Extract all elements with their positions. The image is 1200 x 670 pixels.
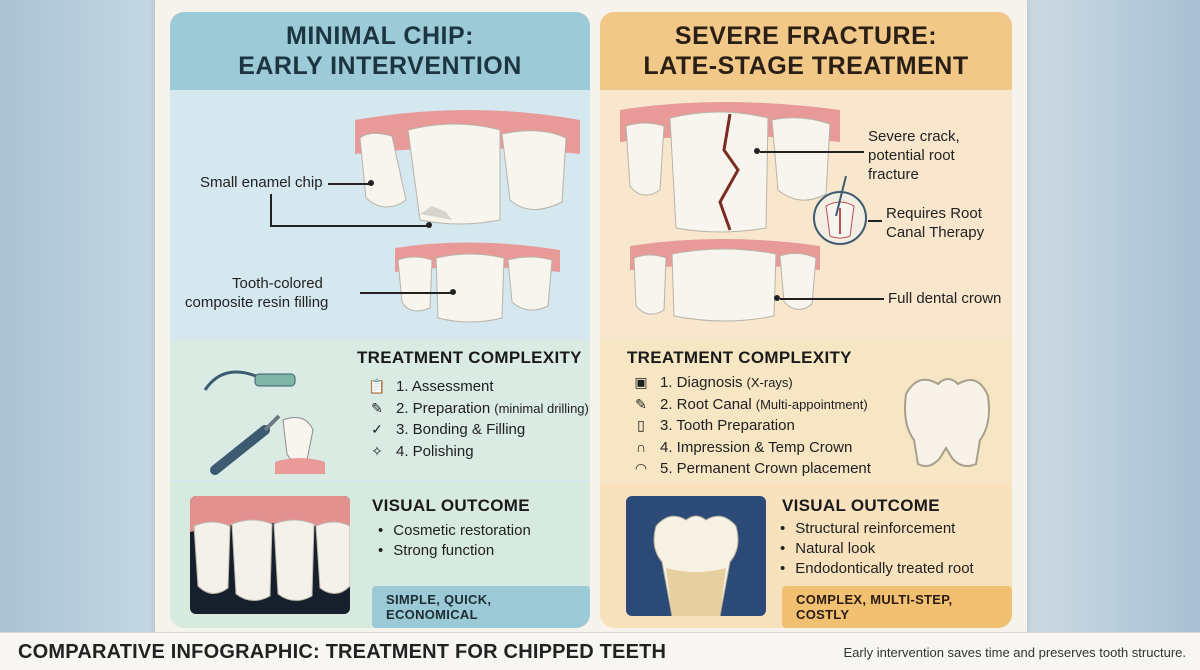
- callout-line: [270, 194, 272, 226]
- callout-line: [270, 225, 428, 227]
- outcome-item: Cosmetic restoration: [378, 522, 531, 542]
- crown-tooth-icon: [904, 378, 990, 467]
- right-outcome-title: VISUAL OUTCOME: [782, 496, 940, 515]
- callout-root-line2: Canal Therapy: [886, 224, 985, 241]
- tooth-prep-icon: ▯: [637, 417, 645, 434]
- step-item: ✧4. Polishing: [366, 441, 589, 463]
- left-complexity-title: TREATMENT COMPLEXITY: [357, 348, 582, 367]
- outcome-item: Natural look: [780, 540, 974, 560]
- infographic-board: MINIMAL CHIP: EARLY INTERVENTION Small e…: [155, 0, 1027, 632]
- callout-dot: [450, 289, 456, 295]
- right-complexity-title: TREATMENT COMPLEXITY: [627, 348, 852, 367]
- callout-line: [760, 151, 864, 153]
- right-title-line1: SEVERE FRACTURE:: [674, 22, 938, 50]
- outcome-item: Endodontically treated root: [780, 560, 973, 580]
- step-item: ✎2. Preparation(minimal drilling): [366, 398, 589, 420]
- fractured-tooth-illustration: [620, 102, 867, 322]
- right-outcome-list: Structural reinforcement Natural look En…: [780, 520, 974, 580]
- callout-crack-line1: Severe crack,: [868, 128, 960, 145]
- left-outcome-list: Cosmetic restoration Strong function: [378, 522, 531, 562]
- clipboard-icon: 📋: [368, 378, 386, 395]
- right-header: SEVERE FRACTURE: LATE-STAGE TREATMENT: [600, 12, 1012, 90]
- left-title-line1: MINIMAL CHIP:: [286, 22, 474, 50]
- callout-line: [780, 298, 884, 300]
- callout-dot: [368, 180, 374, 186]
- crown-icon: ◠: [634, 460, 648, 477]
- check-icon: ✓: [371, 421, 383, 438]
- outcome-item: Strong function: [378, 542, 531, 562]
- left-summary-tag: SIMPLE, QUICK, ECONOMICAL: [372, 586, 590, 628]
- callout-crack-line3: fracture: [868, 166, 919, 183]
- right-steps-list: ▣1. Diagnosis(X-rays) ✎2. Root Canal(Mul…: [630, 372, 875, 480]
- step-item: ▣1. Diagnosis(X-rays): [630, 372, 875, 394]
- callout-root-line1: Requires Root: [886, 205, 982, 222]
- left-illustration-zone: Small enamel chip Tooth-colored composit…: [170, 90, 590, 338]
- right-panel: SEVERE FRACTURE: LATE-STAGE TREATMENT: [600, 12, 1012, 628]
- step-item: ✎2. Root Canal(Multi-appointment): [630, 394, 875, 416]
- left-outcome-zone: VISUAL OUTCOME Cosmetic restoration Stro…: [170, 482, 590, 628]
- xray-icon: ▣: [634, 374, 648, 391]
- pencil-icon: ✎: [371, 399, 383, 416]
- callout-filling-line2: composite resin filling: [185, 294, 329, 311]
- step-item: ▯3. Tooth Preparation: [630, 415, 875, 437]
- callout-line: [360, 292, 452, 294]
- step-item: 📋1. Assessment: [366, 376, 589, 398]
- left-outcome-title: VISUAL OUTCOME: [372, 496, 530, 515]
- restored-smile-photo: [190, 496, 350, 614]
- footer-title: COMPARATIVE INFOGRAPHIC: TREATMENT FOR C…: [18, 641, 667, 663]
- right-summary-tag: COMPLEX, MULTI-STEP, COSTLY: [782, 586, 1012, 628]
- step-item: ∩4. Impression & Temp Crown: [630, 437, 875, 459]
- impression-icon: ∩: [635, 439, 647, 456]
- callout-dot: [426, 222, 432, 228]
- callout-small-enamel-chip: Small enamel chip: [200, 174, 323, 191]
- left-steps-list: 📋1. Assessment ✎2. Preparation(minimal d…: [366, 376, 589, 462]
- callout-line: [868, 220, 882, 222]
- dental-drill-icon: [203, 370, 325, 475]
- left-title-line2: EARLY INTERVENTION: [238, 52, 522, 80]
- right-outcome-zone: VISUAL OUTCOME Structural reinforcement …: [600, 482, 1012, 628]
- pencil-icon: ✎: [635, 395, 647, 412]
- sparkle-icon: ✧: [371, 442, 383, 459]
- step-item: ◠5. Permanent Crown placement: [630, 458, 875, 480]
- footer-bar: COMPARATIVE INFOGRAPHIC: TREATMENT FOR C…: [0, 632, 1200, 670]
- right-title-line2: LATE-STAGE TREATMENT: [643, 52, 969, 80]
- right-illustration-zone: Severe crack, potential root fracture Re…: [600, 90, 1012, 338]
- left-complexity-zone: TREATMENT COMPLEXITY 📋1. Assessment ✎2. …: [170, 340, 590, 480]
- callout-dot: [754, 148, 760, 154]
- chipped-tooth-illustration: [355, 110, 580, 323]
- footer-subtitle: Early intervention saves time and preser…: [843, 645, 1187, 660]
- callout-filling-line1: Tooth-colored: [232, 275, 323, 292]
- left-panel: MINIMAL CHIP: EARLY INTERVENTION Small e…: [170, 12, 590, 628]
- crowned-tooth-image: [626, 496, 766, 616]
- outcome-item: Structural reinforcement: [780, 520, 974, 540]
- step-item: ✓3. Bonding & Filling: [366, 419, 589, 441]
- callout-crack-line2: potential root: [868, 147, 955, 164]
- left-header: MINIMAL CHIP: EARLY INTERVENTION: [170, 12, 590, 90]
- callout-line: [328, 183, 370, 185]
- callout-crown: Full dental crown: [888, 290, 1002, 307]
- callout-dot: [774, 295, 780, 301]
- right-complexity-zone: TREATMENT COMPLEXITY ▣1. Diagnosis(X-ray…: [600, 340, 1012, 480]
